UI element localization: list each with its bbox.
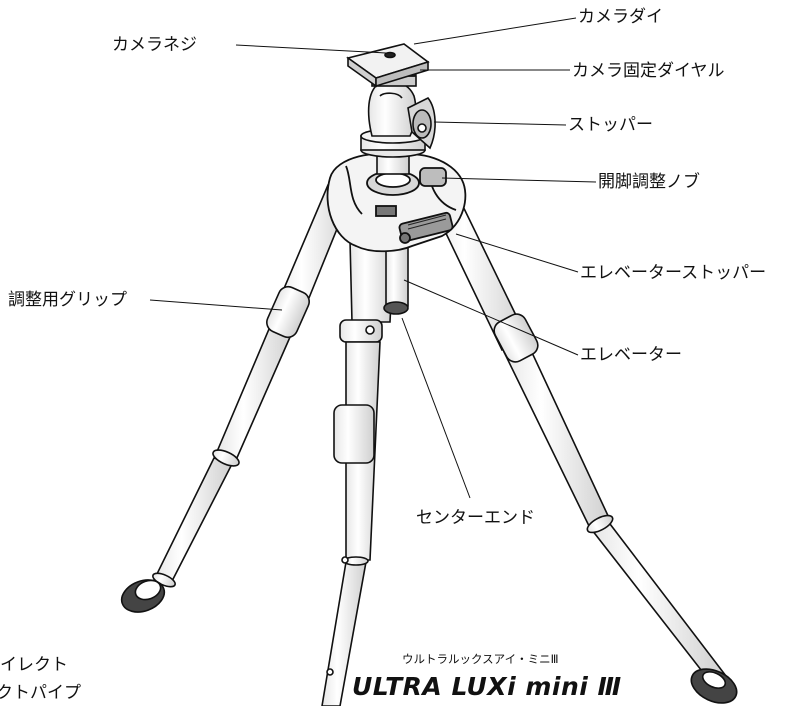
camera-screw xyxy=(384,51,396,59)
cropped-label-line1: イレクト xyxy=(0,655,68,675)
right-leg xyxy=(428,191,728,686)
elevator-column xyxy=(383,245,409,315)
label-stopper: ストッパー xyxy=(568,115,653,135)
leg-opening-knob xyxy=(419,167,447,187)
left-foot xyxy=(120,579,166,613)
right-leg-clamp xyxy=(586,514,614,534)
label-elevator: エレベーター xyxy=(580,345,682,365)
label-camera-platform: カメラダイ xyxy=(578,7,663,27)
label-camera-fix-dial: カメラ固定ダイヤル xyxy=(572,61,725,81)
label-center-end: センターエンド xyxy=(416,508,535,528)
left-leg-clamp xyxy=(212,449,240,467)
front-leg xyxy=(321,239,395,706)
right-leg-grip xyxy=(493,313,539,363)
label-camera-screw: カメラネジ xyxy=(112,35,197,55)
label-adjust-grip: 調整用グリップ xyxy=(8,290,127,310)
brand-name: ULTRA LUXi mini Ⅲ xyxy=(352,672,622,701)
right-foot xyxy=(690,668,738,704)
label-leg-opening-knob: 開脚調整ノブ xyxy=(598,172,700,192)
elevator-stopper-lever xyxy=(398,211,454,244)
ball-head xyxy=(360,80,436,175)
left-leg xyxy=(152,184,354,588)
leg-hub xyxy=(326,152,467,253)
label-elevator-stopper: エレベーターストッパー xyxy=(580,263,767,283)
stopper-knob xyxy=(407,96,436,150)
brand-katakana: ウルトラルックスアイ・ミニⅢ xyxy=(402,652,559,666)
center-end xyxy=(383,301,409,315)
camera-platform xyxy=(346,43,430,88)
leader-lines xyxy=(149,17,597,499)
front-leg-grip xyxy=(339,319,383,343)
cropped-label-line2: クトパイプ xyxy=(0,683,81,703)
left-leg-grip xyxy=(266,285,310,339)
